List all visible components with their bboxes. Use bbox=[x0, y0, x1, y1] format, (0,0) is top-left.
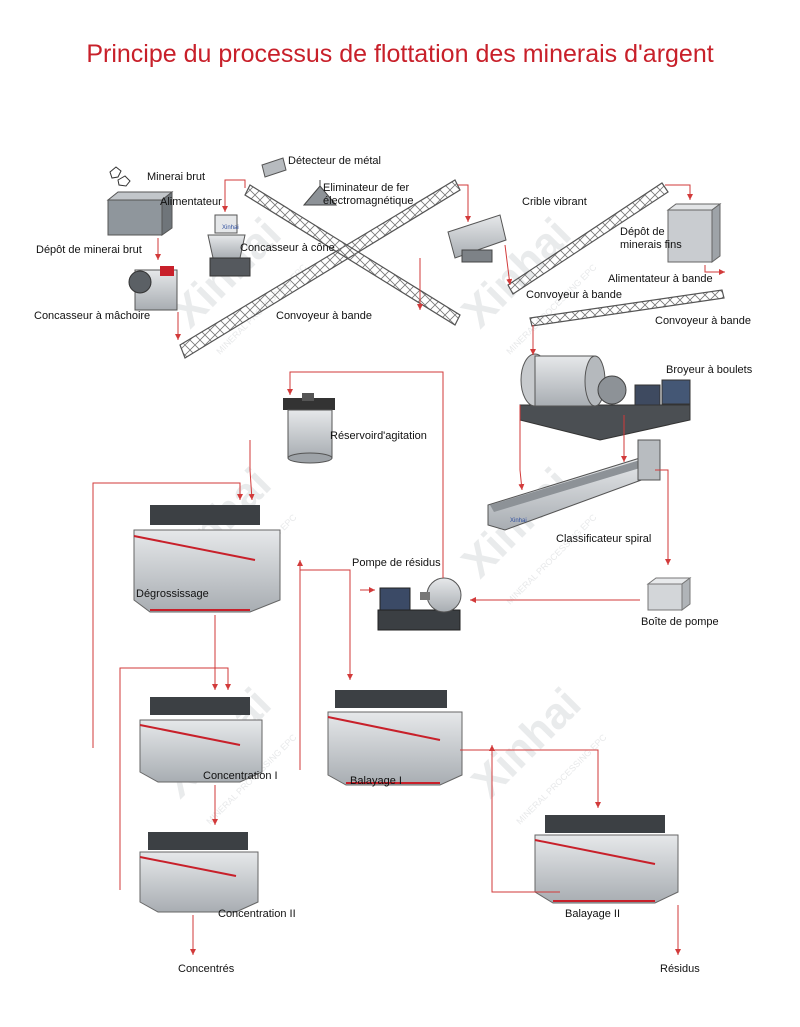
watermark-6: Xinhai bbox=[462, 679, 590, 807]
vibrating-screen bbox=[447, 214, 507, 263]
label-depot-fins-1: Dépôt de bbox=[620, 226, 665, 238]
flotation-cell-balayage-2 bbox=[534, 815, 679, 904]
label-minerai-brut: Minerai brut bbox=[147, 171, 206, 183]
label-alimentateur-bande: Alimentateur à bande bbox=[608, 273, 713, 285]
conveyor-cross bbox=[244, 184, 461, 326]
flow-rougher-to-scav bbox=[300, 569, 353, 680]
ball-mill bbox=[519, 353, 691, 441]
label-concentration-2: Concentration II bbox=[218, 908, 296, 920]
conveyor-group bbox=[179, 179, 725, 359]
conveyor-1 bbox=[179, 179, 461, 359]
magnetic-separator bbox=[302, 180, 338, 206]
conveyor-2 bbox=[507, 182, 669, 295]
label-convoyeur-1: Convoyeur à bande bbox=[276, 310, 373, 322]
flow-clean1-loop bbox=[119, 667, 231, 890]
pump-box bbox=[646, 577, 692, 611]
label-detecteur-metal: Détecteur de métal bbox=[288, 155, 381, 167]
flow-scav2-return bbox=[489, 745, 560, 893]
label-depot-fins-2: minerais fins bbox=[620, 239, 682, 251]
label-balayage-1: Balayage I bbox=[350, 775, 402, 787]
flotation-cell-degrossissage bbox=[133, 505, 281, 613]
conveyor-3 bbox=[529, 289, 725, 327]
flow-tank-to-rougher bbox=[248, 440, 255, 501]
metal-detector bbox=[261, 157, 287, 178]
label-reservoir-agitation: Réservoird'agitation bbox=[330, 430, 427, 442]
flow-pump-to-tank bbox=[287, 371, 444, 578]
slurry-pump bbox=[377, 577, 462, 631]
flow-classifier-overflow bbox=[655, 469, 671, 565]
jaw-crusher bbox=[128, 266, 178, 311]
cone-crusher-badge: Xinhai bbox=[222, 225, 239, 231]
label-concentration-1: Concentration I bbox=[203, 770, 278, 782]
label-classificateur-spiral: Classificateur spiral bbox=[556, 533, 652, 545]
label-balayage-2: Balayage II bbox=[565, 908, 621, 920]
label-broyeur-boulets: Broyeur à boulets bbox=[666, 364, 753, 376]
flotation-cell-concentration-1 bbox=[139, 697, 263, 783]
raw-ore-bin bbox=[106, 190, 174, 236]
label-convoyeur-2: Convoyeur à bande bbox=[526, 289, 623, 301]
cone-crusher: Xinhai bbox=[207, 214, 251, 277]
flow-return-loop-left bbox=[92, 482, 243, 748]
flow-screen-to-conveyor2 bbox=[504, 244, 513, 286]
label-concasseur-cone: Concasseur à cône bbox=[240, 242, 335, 254]
flow-lines bbox=[92, 179, 725, 955]
label-eliminateur-1: Eliminateur de fer bbox=[323, 182, 410, 194]
fine-ore-bin bbox=[666, 203, 722, 263]
label-crible-vibrant: Crible vibrant bbox=[522, 196, 587, 208]
label-concasseur-machoire: Concasseur à mâchoire bbox=[34, 310, 151, 322]
flow-fine-bin-feed bbox=[704, 265, 725, 275]
flow-scav1-to-scav2 bbox=[460, 749, 601, 808]
label-convoyeur-3: Convoyeur à bande bbox=[655, 315, 752, 327]
flotation-cell-balayage-1 bbox=[327, 690, 463, 786]
page-title: Principe du processus de flottation des … bbox=[86, 40, 714, 68]
label-boite-pompe: Boîte de pompe bbox=[641, 616, 719, 628]
rock-icon bbox=[109, 166, 131, 187]
flow-conveyor-to-fine-bin bbox=[665, 184, 693, 200]
label-eliminateur-2: électromagnétique bbox=[323, 195, 414, 207]
flotation-cell-concentration-2 bbox=[139, 832, 259, 913]
agitation-tank bbox=[283, 393, 335, 464]
flow-mill-to-classifier bbox=[518, 405, 525, 491]
label-depot-minerai-brut: Dépôt de minerai brut bbox=[36, 244, 142, 256]
label-degrossissage: Dégrossissage bbox=[136, 588, 209, 600]
label-pompe-residus: Pompe de résidus bbox=[352, 557, 441, 569]
spiral-classifier: Xinhai bbox=[487, 439, 661, 531]
flow-conveyor-to-screen bbox=[458, 184, 471, 222]
label-concentres: Concentrés bbox=[178, 963, 235, 975]
label-residus: Résidus bbox=[660, 963, 700, 975]
label-alimentateur: Alimentateur bbox=[160, 196, 222, 208]
classifier-badge: Xinhai bbox=[510, 518, 527, 524]
flow-feeder-to-cone bbox=[222, 179, 246, 212]
